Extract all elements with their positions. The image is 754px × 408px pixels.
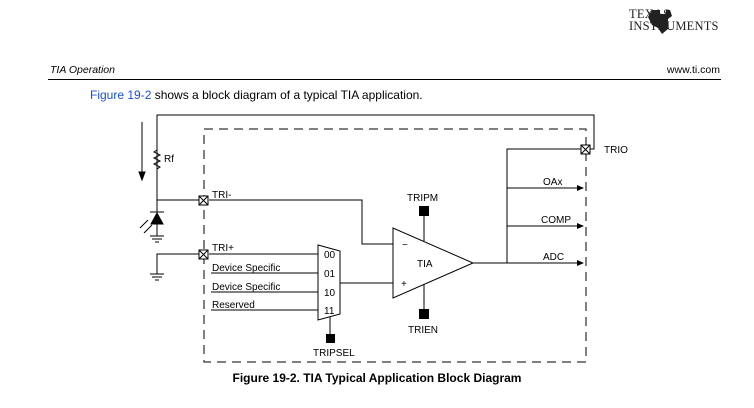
label-trio: TRIO [604,145,628,156]
site-url[interactable]: www.ti.com [666,64,720,76]
label-minus: − [402,240,408,251]
tripsel-control-icon [326,334,335,343]
mux-label-11: 11 [324,306,335,317]
mux-label-01: 01 [324,269,336,280]
label-tia: TIA [417,259,433,270]
tia-opamp [392,227,475,299]
trio-pin-icon [580,144,591,155]
label-adc: ADC [543,252,564,263]
header-rule [48,79,721,80]
label-comp: COMP [541,215,571,226]
label-oax: OAx [543,177,562,188]
brand-name: Texas Instruments [629,7,719,33]
tri-plus-pin-icon [198,249,209,260]
section-title: TIA Operation [50,64,115,76]
tripm-control-icon [419,206,429,216]
device-boundary [203,128,587,363]
tri-minus-pin-icon [198,195,209,206]
label-rf: Rf [164,154,174,165]
resistor-rf-icon [152,145,162,175]
current-arrow-icon [138,171,146,182]
feedback-wire [156,114,595,200]
figure-link[interactable]: Figure 19-2 [90,88,152,102]
label-tri-plus: TRI+ [212,243,234,254]
input-mux [317,244,341,321]
mux-label-00: 00 [324,250,336,261]
ti-logo-icon [648,10,672,34]
label-device-specific-2: Device Specific [212,282,280,293]
trien-control-icon [419,309,429,319]
label-tri-minus: TRI- [212,190,231,201]
tri-minus-wire [209,199,393,245]
intro-paragraph: Figure 19-2 shows a block diagram of a t… [90,88,423,102]
label-tripm: TRIPM [407,193,438,204]
label-tripsel: TRIPSEL [313,348,355,359]
label-plus: + [401,279,407,290]
mux-label-10: 10 [324,288,336,299]
label-reserved: Reserved [212,300,255,311]
brand-line-1: Texas [629,7,671,21]
brand-line-2: Instruments [629,19,719,33]
intro-text: shows a block diagram of a typical TIA a… [151,88,423,102]
label-trien: TRIEN [408,325,438,336]
photodiode-icon [150,211,164,225]
label-device-specific-1: Device Specific [212,263,280,274]
figure-caption: Figure 19-2. TIA Typical Application Blo… [232,371,522,385]
